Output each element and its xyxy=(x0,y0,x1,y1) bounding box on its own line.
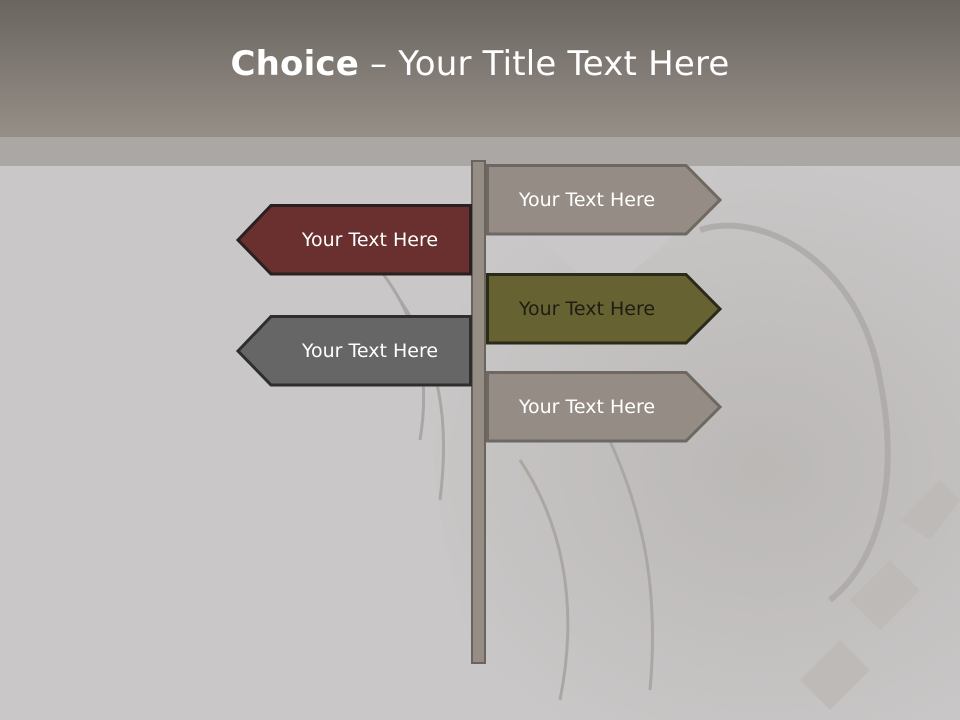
sign-right-3[interactable]: Your Text Here xyxy=(486,371,723,443)
title-bold: Choice xyxy=(230,43,360,84)
sign-right-1-label: Your Text Here xyxy=(518,189,656,211)
sign-left-2[interactable]: Your Text Here xyxy=(236,315,472,387)
sign-right-1[interactable]: Your Text Here xyxy=(486,164,723,236)
sign-left-1-shape xyxy=(236,204,472,276)
sign-right-2[interactable]: Your Text Here xyxy=(486,273,723,345)
sign-right-3-label: Your Text Here xyxy=(518,396,656,418)
title-bar: Choice – Your Title Text Here xyxy=(0,0,960,137)
sign-right-3-shape xyxy=(486,371,723,443)
slide-title: Choice – Your Title Text Here xyxy=(230,44,729,84)
sign-left-2-label: Your Text Here xyxy=(301,340,439,362)
sign-left-2-shape xyxy=(236,315,472,387)
sign-left-1-label: Your Text Here xyxy=(301,229,439,251)
sign-left-1[interactable]: Your Text Here xyxy=(236,204,472,276)
sign-right-2-shape xyxy=(486,273,723,345)
signpost-pole xyxy=(471,160,486,664)
title-rest: – Your Title Text Here xyxy=(359,43,730,84)
sign-right-2-label: Your Text Here xyxy=(518,298,656,320)
sign-right-1-shape xyxy=(486,164,723,236)
